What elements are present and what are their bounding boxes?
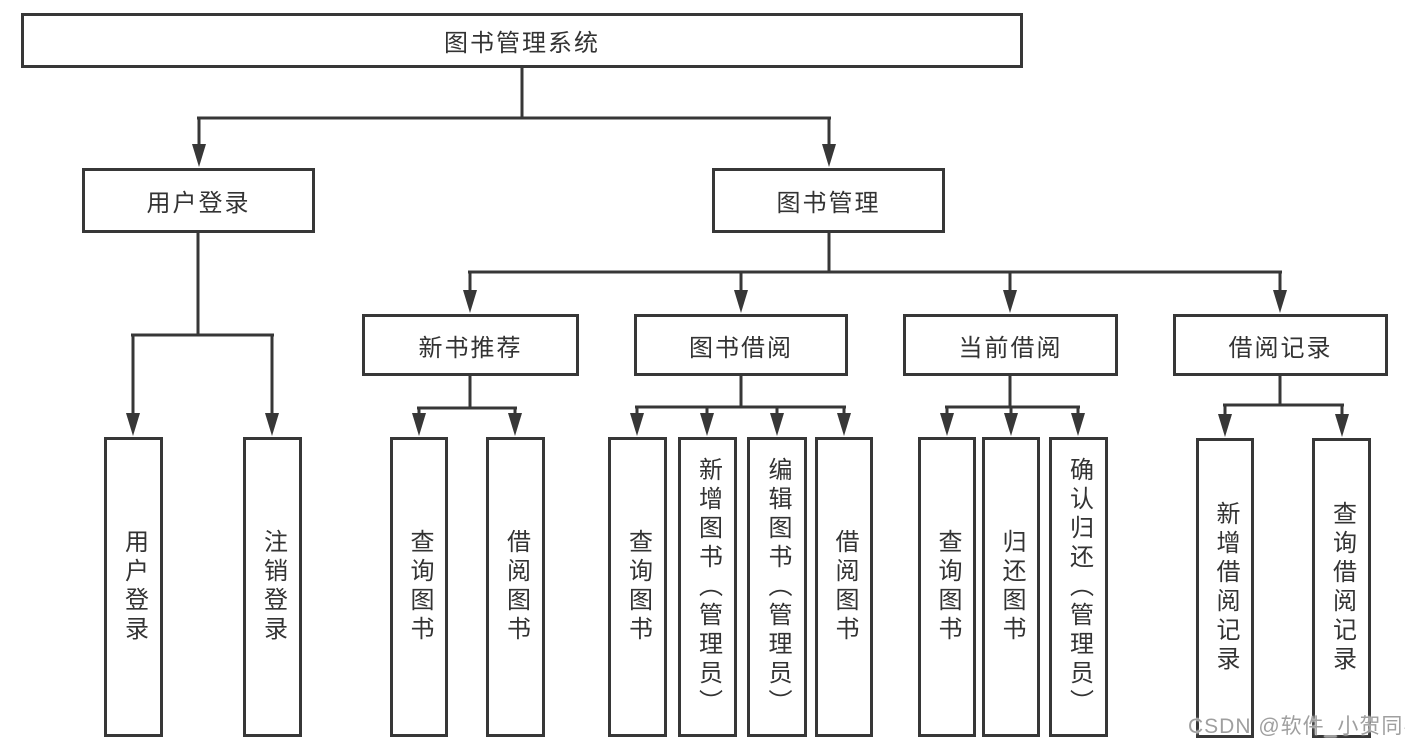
node-br-query-record: 查询借阅记录 [1312,438,1371,738]
node-bb-query-book-label: 查询图书 [624,529,652,645]
node-book-mgmt-label: 图书管理 [776,190,881,217]
node-bb-edit-book: 编辑图书（管理员） [747,437,807,737]
arrowhead-current-borrow [1003,290,1017,313]
node-nbr-borrow-book: 借阅图书 [486,437,545,737]
node-leaf-logout-label: 注销登录 [259,529,287,645]
arrowhead-bb-query [630,413,644,436]
node-br-add-record: 新增借阅记录 [1196,438,1254,738]
arrowhead-book-mgmt [822,144,836,167]
arrowhead-leaf-logout [265,413,279,436]
node-bb-add-book: 新增图书（管理员） [678,437,737,737]
node-user-login-label: 用户登录 [146,190,251,217]
node-bb-edit-book-label: 编辑图书（管理员） [764,456,791,718]
arrowhead-new-book-rec [463,290,477,313]
node-user-login: 用户登录 [82,168,315,233]
node-nbr-query-book-label: 查询图书 [406,529,433,645]
arrowhead-cb-confirm [1071,413,1085,436]
node-root-label: 图书管理系统 [444,30,600,57]
node-current-borrow: 当前借阅 [903,314,1118,376]
node-borrow-records: 借阅记录 [1173,314,1388,376]
node-br-add-record-label: 新增借阅记录 [1212,501,1239,675]
node-book-borrow-label: 图书借阅 [689,334,793,362]
node-bb-borrow-book-label: 借阅图书 [831,529,858,645]
node-cb-query-book: 查询图书 [918,437,976,737]
node-leaf-user-login-label: 用户登录 [120,529,148,645]
node-cb-confirm-return: 确认归还（管理员） [1049,437,1108,737]
arrowhead-bb-add [700,413,714,436]
node-bb-borrow-book: 借阅图书 [815,437,873,737]
arrowhead-cb-return [1004,413,1018,436]
arrowhead-borrow-records [1273,290,1287,313]
node-book-mgmt: 图书管理 [712,168,945,233]
node-new-book-rec: 新书推荐 [362,314,579,376]
arrowhead-br-add [1218,414,1232,437]
arrowhead-bb-borrow [837,413,851,436]
arrowhead-leaf-user-login [126,413,140,436]
watermark: CSDN @软件_小贺同学 [1188,715,1405,738]
node-leaf-user-login: 用户登录 [104,437,163,737]
node-borrow-records-label: 借阅记录 [1228,334,1333,362]
node-bb-add-book-label: 新增图书（管理员） [694,456,722,718]
node-root: 图书管理系统 [21,13,1023,68]
node-book-borrow: 图书借阅 [634,314,848,376]
node-nbr-query-book: 查询图书 [390,437,448,737]
node-cb-return-book-label: 归还图书 [998,529,1025,645]
node-cb-confirm-return-label: 确认归还（管理员） [1065,456,1093,718]
arrowhead-user-login [192,144,206,167]
node-cb-query-book-label: 查询图书 [934,529,961,645]
node-bb-query-book: 查询图书 [608,437,667,737]
node-leaf-logout: 注销登录 [243,437,302,737]
node-cb-return-book: 归还图书 [982,437,1040,737]
node-br-query-record-label: 查询借阅记录 [1328,501,1356,675]
node-new-book-rec-label: 新书推荐 [418,334,523,362]
node-nbr-borrow-book-label: 借阅图书 [502,529,530,645]
arrowhead-nbr-query [412,413,426,436]
arrowhead-book-borrow [734,290,748,313]
arrowhead-bb-edit [770,413,784,436]
arrowhead-cb-query [940,413,954,436]
node-current-borrow-label: 当前借阅 [958,334,1063,362]
arrowhead-br-query [1335,414,1349,437]
arrowhead-nbr-borrow [508,413,522,436]
